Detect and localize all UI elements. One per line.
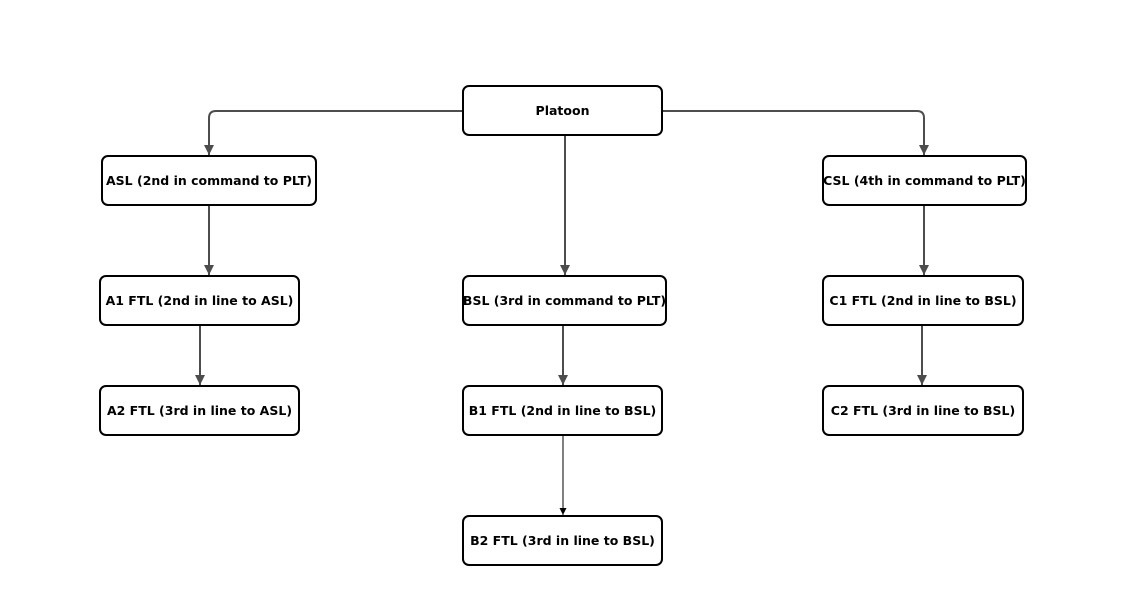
- node-platoon-label: Platoon: [535, 103, 590, 118]
- node-bsl: BSL (3rd in command to PLT): [462, 275, 667, 326]
- node-a1-ftl: A1 FTL (2nd in line to ASL): [99, 275, 300, 326]
- node-b1-ftl: B1 FTL (2nd in line to BSL): [462, 385, 663, 436]
- node-csl-label: CSL (4th in command to PLT): [823, 173, 1026, 188]
- node-asl: ASL (2nd in command to PLT): [101, 155, 317, 206]
- node-c1-ftl-label: C1 FTL (2nd in line to BSL): [829, 293, 1017, 308]
- node-b2-ftl-label: B2 FTL (3rd in line to BSL): [470, 533, 655, 548]
- node-a2-ftl: A2 FTL (3rd in line to ASL): [99, 385, 300, 436]
- node-b1-ftl-label: B1 FTL (2nd in line to BSL): [468, 403, 657, 418]
- connector-platoon-asl: [204, 110, 462, 155]
- node-csl: CSL (4th in command to PLT): [822, 155, 1027, 206]
- node-c1-ftl: C1 FTL (2nd in line to BSL): [822, 275, 1024, 326]
- node-platoon: Platoon: [462, 85, 663, 136]
- node-c2-ftl-label: C2 FTL (3rd in line to BSL): [830, 403, 1016, 418]
- node-b2-ftl: B2 FTL (3rd in line to BSL): [462, 515, 663, 566]
- node-c2-ftl: C2 FTL (3rd in line to BSL): [822, 385, 1024, 436]
- node-bsl-label: BSL (3rd in command to PLT): [462, 293, 667, 308]
- node-a2-ftl-label: A2 FTL (3rd in line to ASL): [106, 403, 293, 418]
- node-a1-ftl-label: A1 FTL (2nd in line to ASL): [105, 293, 294, 308]
- node-asl-label: ASL (2nd in command to PLT): [105, 173, 313, 188]
- connector-platoon-csl: [663, 110, 929, 155]
